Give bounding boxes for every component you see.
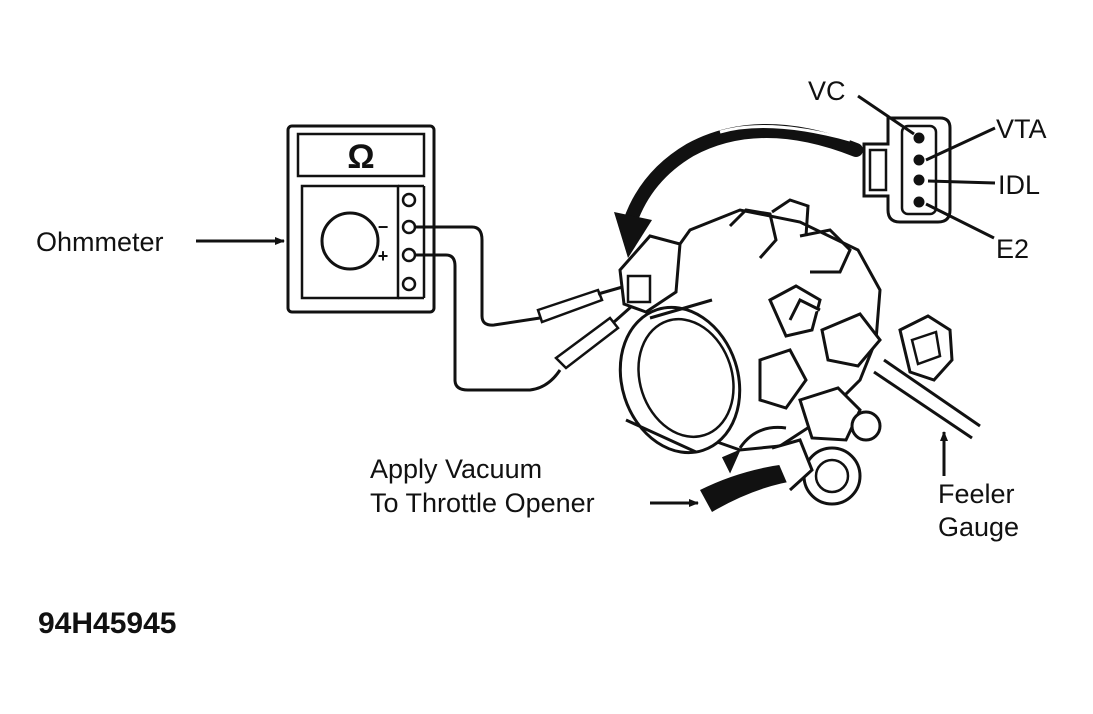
pin-vta — [913, 154, 925, 166]
ohmmeter — [286, 124, 436, 314]
feeler-gauge — [873, 358, 981, 440]
pin-idl — [913, 174, 925, 186]
curved-arrow — [614, 124, 863, 258]
ohmmeter-jack-minus — [401, 219, 417, 235]
label-feeler-line2: Gauge — [938, 512, 1019, 542]
ohmmeter-jack-bottom — [401, 276, 417, 292]
probe-negative — [536, 288, 604, 324]
figure-code: 94H45945 — [38, 607, 176, 640]
label-apply-vacuum-line2: To Throttle Opener — [370, 488, 595, 518]
probe-positive — [554, 316, 620, 370]
lead-positive — [415, 253, 562, 392]
label-e2: E2 — [996, 234, 1029, 264]
ohmmeter-face — [300, 184, 400, 300]
ohm-symbol: Ω — [347, 138, 374, 176]
label-apply-vacuum-line1: Apply Vacuum — [370, 454, 542, 484]
ohmmeter-jack-plus — [401, 247, 417, 263]
ohmmeter-display — [296, 132, 426, 178]
ohmmeter-dial — [320, 211, 380, 271]
pin-vc — [913, 132, 925, 144]
leader-arrows — [196, 237, 948, 507]
label-idl: IDL — [998, 170, 1040, 200]
ohmmeter-body — [286, 124, 436, 314]
pin-e2 — [913, 196, 925, 208]
label-vta: VTA — [996, 114, 1047, 144]
lead-negative — [415, 225, 541, 327]
test-leads — [415, 225, 633, 392]
label-ohmmeter: Ohmmeter — [36, 227, 164, 257]
vacuum-hose — [700, 438, 814, 512]
label-vc: VC — [808, 76, 846, 106]
plus-mark: + — [378, 246, 389, 266]
ohmmeter-jack-top — [401, 192, 417, 208]
minus-mark: − — [378, 217, 389, 237]
throttle-body — [618, 198, 954, 506]
pin-leaders — [857, 94, 996, 240]
tps-connector — [862, 116, 952, 224]
label-feeler-line1: Feeler — [938, 479, 1015, 509]
